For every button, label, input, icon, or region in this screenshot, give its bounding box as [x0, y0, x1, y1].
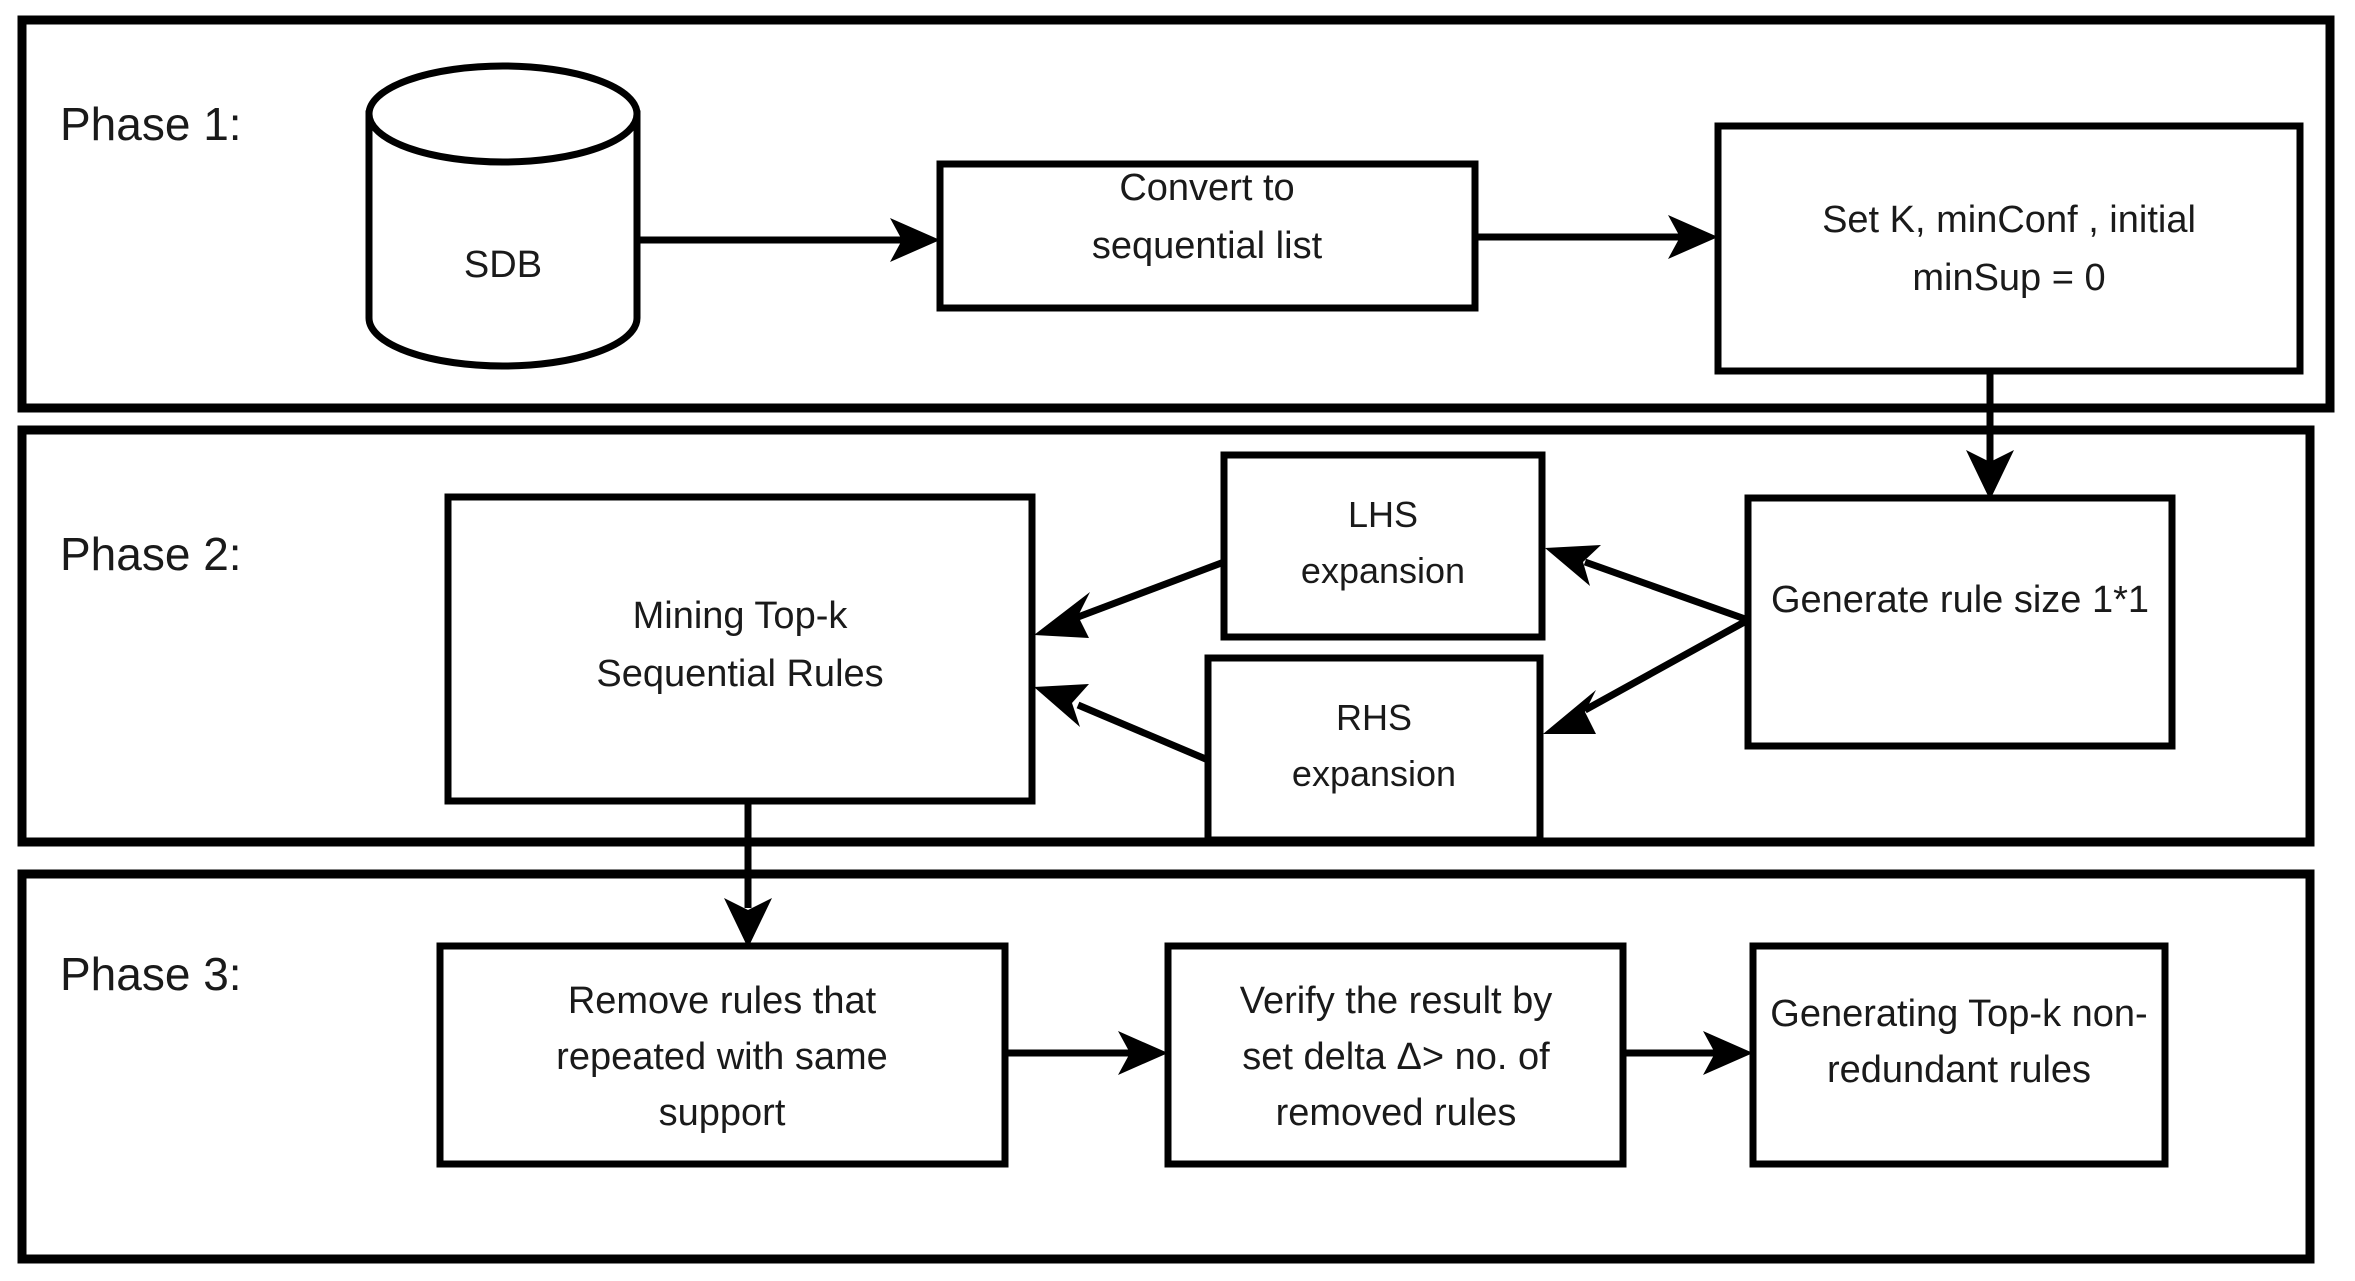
node-generate-line-1: Generate rule size 1*1	[1771, 579, 2149, 621]
node-final-box	[1749, 942, 2169, 1168]
node-lhs-line-1: LHS	[1348, 494, 1418, 535]
edge-verify-to-final	[1623, 1031, 1753, 1075]
node-set-params-line-1: Set K, minConf , initial	[1822, 199, 2196, 241]
edge-lhs-to-mining-arrowhead	[1034, 592, 1090, 638]
node-mining-box	[444, 493, 1036, 805]
node-convert-line-1: Convert to	[1119, 167, 1294, 209]
phase-2-panel: Phase 2: Mining Top-k Sequential Rules L…	[17, 425, 2315, 847]
phase-2-label: Phase 2:	[60, 528, 242, 580]
edge-lhs-to-mining	[1034, 558, 1226, 638]
edge-set-params-to-generate	[1966, 371, 2014, 500]
edge-lhs-to-mining-line	[1076, 558, 1226, 621]
edge-sdb-to-convert	[637, 218, 940, 262]
node-verify-line-3: removed rules	[1276, 1092, 1517, 1134]
edge-convert-to-set-params-arrowhead	[1668, 215, 1718, 259]
node-generate-box	[1744, 494, 2176, 750]
node-remove-line-1: Remove rules that	[568, 980, 877, 1022]
node-verify-box	[1164, 942, 1627, 1168]
edge-generate-to-lhs-arrowhead	[1545, 545, 1601, 586]
edge-sdb-to-convert-arrowhead	[890, 218, 940, 262]
edge-generate-to-lhs-line	[1583, 558, 1750, 624]
sdb-cylinder-top	[365, 62, 641, 166]
node-sdb[interactable]: SDB	[365, 62, 641, 370]
edge-convert-to-set-params	[1475, 215, 1718, 259]
phase-1-panel: Phase 1: SDB Convert to sequential list	[17, 15, 2335, 413]
node-rhs-box	[1204, 654, 1544, 844]
edge-verify-to-final-arrowhead	[1703, 1031, 1753, 1075]
node-rhs-line-1: RHS	[1336, 697, 1412, 738]
node-generate-rule[interactable]: Generate rule size 1*1	[1744, 494, 2176, 750]
edge-remove-to-verify-arrowhead	[1118, 1031, 1168, 1075]
edge-generate-to-rhs	[1543, 616, 1750, 734]
edge-rhs-to-mining-line	[1076, 701, 1210, 764]
sdb-label: SDB	[464, 244, 542, 286]
edge-generate-to-rhs-arrowhead	[1543, 690, 1596, 734]
node-rhs-expansion[interactable]: RHS expansion	[1204, 654, 1544, 844]
edge-mining-to-remove-arrowhead	[724, 898, 772, 948]
node-lhs-line-2: expansion	[1301, 550, 1465, 591]
node-mining-line-1: Mining Top-k	[633, 595, 849, 637]
edge-generate-to-lhs	[1545, 545, 1750, 624]
node-mining[interactable]: Mining Top-k Sequential Rules	[444, 493, 1036, 805]
node-lhs-expansion[interactable]: LHS expansion	[1220, 451, 1546, 641]
node-set-params-line-2: minSup = 0	[1912, 257, 2105, 299]
node-verify-line-1: Verify the result by	[1240, 980, 1553, 1022]
node-verify-line-2: set delta Δ> no. of	[1242, 1036, 1550, 1078]
node-convert-line-2: sequential list	[1092, 225, 1323, 267]
node-mining-line-2: Sequential Rules	[596, 653, 883, 695]
edge-rhs-to-mining	[1034, 684, 1210, 764]
node-final-line-2: redundant rules	[1827, 1049, 2091, 1091]
node-remove-rules[interactable]: Remove rules that repeated with same sup…	[436, 942, 1009, 1168]
edge-rhs-to-mining-arrowhead	[1034, 684, 1089, 727]
phase-1-label: Phase 1:	[60, 98, 242, 150]
node-final-rules[interactable]: Generating Top-k non- redundant rules	[1749, 942, 2169, 1168]
node-remove-line-2: repeated with same	[556, 1036, 888, 1078]
node-final-line-1: Generating Top-k non-	[1770, 993, 2147, 1035]
node-verify-result[interactable]: Verify the result by set delta Δ> no. of…	[1164, 942, 1627, 1168]
edge-generate-to-rhs-line	[1583, 616, 1750, 714]
node-set-params[interactable]: Set K, minConf , initial minSup = 0	[1714, 122, 2304, 375]
node-lhs-box	[1220, 451, 1546, 641]
phase-3-label: Phase 3:	[60, 948, 242, 1000]
phase-3-panel: Phase 3: Remove rules that repeated with…	[17, 869, 2315, 1264]
edge-set-params-to-generate-arrowhead	[1966, 450, 2014, 500]
edge-remove-to-verify	[1005, 1031, 1168, 1075]
node-set-params-box	[1714, 122, 2304, 375]
node-convert[interactable]: Convert to sequential list	[936, 160, 1479, 312]
node-remove-line-3: support	[659, 1092, 786, 1134]
sdb-cylinder-body	[365, 110, 641, 370]
node-rhs-line-2: expansion	[1292, 753, 1456, 794]
edge-mining-to-remove	[724, 801, 772, 948]
